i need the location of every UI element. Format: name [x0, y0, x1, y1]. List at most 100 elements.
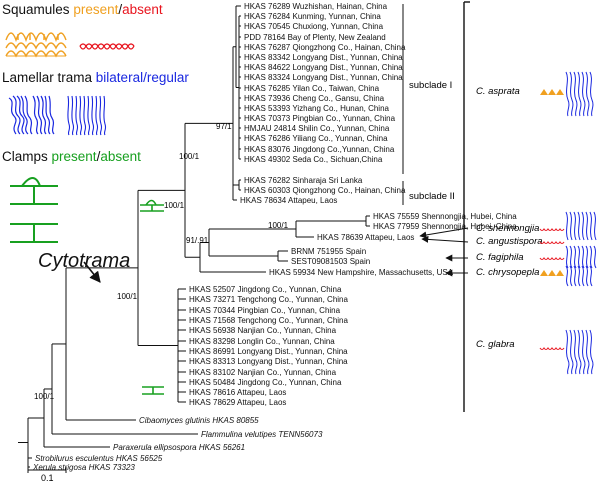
leaf-label-o4: Strobilurus esculentus HKAS 56525 [35, 454, 163, 463]
species-asprata: C. asprata [476, 86, 520, 97]
fagiphila-trama-icon [565, 245, 597, 269]
support-clade-b: 100/1 [164, 201, 185, 210]
leaf-label-l30: HKAS 56938 Nanjian Co., Yunnan, China [189, 326, 337, 335]
leaf-label-l13: HMJAU 24814 Shilin Co., Yunnan, China [244, 124, 390, 133]
species-glabra: C. glabra [476, 339, 515, 350]
squamules-legend-sep: / [118, 2, 123, 17]
leaf-label-l1: HKAS 76289 Wuzhishan, Hainan, China [244, 2, 388, 11]
trama-regular-icon [67, 95, 107, 136]
trama-legend: Lamellar trama bilateral/regular [2, 70, 189, 85]
leaf-label-l34: HKAS 83102 Nanjian Co., Yunnan, China [189, 368, 337, 377]
species-angustispora: C. angustispora [476, 236, 543, 247]
squamules-legend: Squamules present/absent [2, 2, 163, 17]
clamps-legend: Clamps present/absent [2, 149, 141, 164]
clamps-absent-icon [10, 223, 58, 243]
leaf-label-l2: HKAS 76284 Kunming, Yunnan, China [244, 12, 381, 21]
leaf-label-l6: HKAS 83342 Longyang Dist., Yunnan, China [244, 53, 403, 62]
clamps-absent-label: absent [100, 149, 141, 164]
leaf-label-l10: HKAS 73936 Cheng Co., Gansu, China [244, 94, 385, 103]
clamps-present-label: present [51, 149, 97, 164]
species-shennongjia: C. shennongjia [476, 223, 539, 234]
arrow-shennongjia [419, 227, 469, 239]
clamps-present-icon [10, 177, 58, 205]
leaf-label-l29: HKAS 71568 Tengchong Co., Yunnan, China [189, 316, 348, 325]
trama-legend-sep: / [143, 70, 147, 85]
leaf-label-l21: HKAS 77959 Shennongjia, Hubei, China [373, 222, 517, 231]
genus-arrow [83, 261, 101, 283]
leaf-label-l24: SEST09081503 Spain [291, 257, 370, 266]
leaf-label-l32: HKAS 86991 Longyang Dist., Yunnan, China [189, 347, 348, 356]
fagiphila-squamule-absent-icon [539, 257, 565, 261]
chrysopepla-squamule-icon [540, 270, 564, 276]
squamules-legend-label: Squamules [2, 2, 70, 17]
leaf-label-l20: HKAS 75559 Shennongjia, Hubei, China [373, 212, 517, 221]
leaf-label-o1: Cibaomyces glutinis HKAS 80855 [139, 416, 259, 425]
leaf-label-o2: Flammulina velutipes TENN56073 [201, 430, 323, 439]
asprata-trama-icon [565, 71, 594, 117]
genus-label: Cytotrama [38, 250, 131, 272]
support-root: 100/1 [34, 392, 55, 401]
species-chrysopepla: C. chrysopepla [476, 267, 539, 278]
scale-label: 0.1 [41, 473, 54, 483]
leaf-label-l37: HKAS 78629 Attapeu, Laos [189, 398, 286, 407]
leaf-label-o5: Xerula strigosa HKAS 73323 [32, 463, 135, 472]
subclade-two-label: subclade II [409, 191, 455, 202]
leaf-label-l35: HKAS 50484 Jingdong Co., Yunnan, China [189, 378, 342, 387]
leaf-label-l26: HKAS 52507 Jingdong Co., Yunnan, China [189, 285, 342, 294]
trama-regular-label: regular [146, 70, 189, 85]
leaf-label-o3: Paraxerula ellipsospora HKAS 56261 [113, 443, 245, 452]
leaf-labels: HKAS 76289 Wuzhishan, Hainan, ChinaHKAS … [32, 2, 517, 472]
support-shennongjia: 100/1 [268, 221, 289, 230]
leaf-label-l18: HKAS 60303 Qiongzhong Co., Hainan, China [244, 186, 406, 195]
shennongjia-trama-icon [565, 211, 597, 241]
leaf-label-l5: HKAS 76287 Qiongzhong Co., Hainan, China [244, 43, 406, 52]
arrow-angustispora [421, 235, 469, 243]
squamules-absent-icon [79, 43, 135, 50]
clamp-present-marker [140, 199, 164, 212]
clamps-legend-label: Clamps [2, 149, 48, 164]
leaf-label-l9: HKAS 76285 Yilan Co., Taiwan, China [244, 84, 380, 93]
glabra-squamule-absent-icon [539, 347, 565, 351]
leaf-label-l23: BRNM 751955 Spain [291, 247, 366, 256]
leaf-label-l7: HKAS 84622 Longyang Dist., Yunnan, China [244, 63, 403, 72]
angustispora-squamule-absent-icon [539, 241, 565, 245]
clamps-legend-sep: / [96, 149, 101, 164]
support-clade-c: 91/.91 [186, 236, 209, 245]
leaf-label-l19: HKAS 78634 Attapeu, Laos [240, 196, 337, 205]
leaf-label-l22: HKAS 78639 Attapeu, Laos [317, 233, 414, 242]
chrysopepla-trama-icon [565, 265, 593, 287]
scale-bar-ticks [27, 467, 67, 473]
tree-branches [18, 5, 370, 468]
leaf-label-l14: HKAS 76286 Yiliang Co., Yunnan, China [244, 134, 388, 143]
trama-legend-label: Lamellar trama [2, 70, 93, 85]
leaf-label-l27: HKAS 73271 Tengchong Co., Yunnan, China [189, 295, 348, 304]
support-crown: 100/1 [117, 292, 138, 301]
leaf-label-l12: HKAS 70373 Pingbian Co., Yunnan, China [244, 114, 396, 123]
asprata-squamule-icon [540, 89, 564, 95]
leaf-label-l36: HKAS 78616 Attapeu, Laos [189, 388, 286, 397]
shennongjia-squamule-absent-icon [539, 228, 565, 232]
trama-bilateral-icon [8, 95, 55, 135]
leaf-label-l28: HKAS 70344 Pingbian Co., Yunnan, China [189, 306, 341, 315]
leaf-label-l4: PDD 78164 Bay of Plenty, New Zealand [244, 33, 386, 42]
leaf-label-l3: HKAS 70545 Chuxiong, Yunnan, China [244, 22, 384, 31]
clamp-absent-marker [142, 386, 164, 395]
glabra-trama-icon [565, 329, 594, 375]
support-subclade1: 97/1 [216, 122, 232, 131]
leaf-label-l17: HKAS 76282 Sinharaja Sri Lanka [244, 176, 363, 185]
leaf-label-l25: HKAS 59934 New Hampshire, Massachusetts,… [269, 268, 454, 277]
leaf-label-l16: HKAS 49302 Seda Co., Sichuan,China [244, 155, 383, 164]
leaf-label-l15: HKAS 83076 Jingdong Co.,Yunnan, China [244, 145, 395, 154]
leaf-label-l11: HKAS 53393 Yizhang Co., Hunan, China [244, 104, 390, 113]
squamules-absent-label: absent [122, 2, 163, 17]
leaf-label-l8: HKAS 83324 Longyang Dist., Yunnan, China [244, 73, 403, 82]
species-fagiphila: C. fagiphila [476, 252, 524, 263]
support-asprata: 100/1 [179, 152, 200, 161]
leaf-label-l31: HKAS 83298 Longlin Co., Yunnan, China [189, 337, 335, 346]
trama-bilateral-label: bilateral [95, 70, 144, 85]
leaf-label-l33: HKAS 83313 Longyang Dist., Yunnan, China [189, 357, 348, 366]
squamules-present-label: present [73, 2, 119, 17]
squamules-present-icon [5, 32, 67, 58]
subclade-one-label: subclade I [409, 80, 452, 91]
